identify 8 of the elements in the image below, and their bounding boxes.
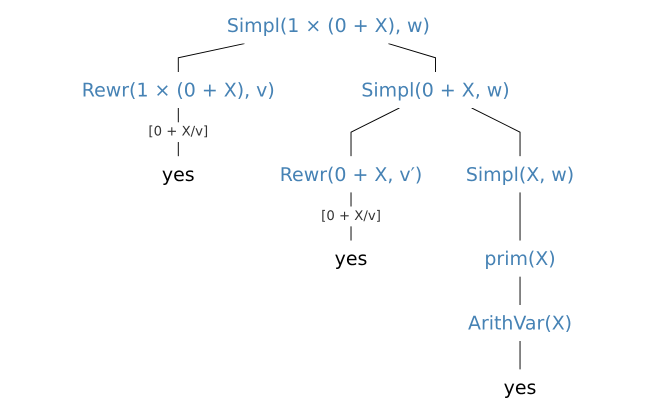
edge-label: [0 + X/v] [148,122,208,142]
term-label: ArithVar(X) [460,305,580,341]
connector-line [350,108,400,157]
term-label: Rewr(1 × (0 + X), v) [74,72,282,108]
connector-line [388,43,436,72]
connector-line [471,108,520,157]
connector-line [178,43,245,72]
edge-label: [0 + X/v] [321,206,381,226]
